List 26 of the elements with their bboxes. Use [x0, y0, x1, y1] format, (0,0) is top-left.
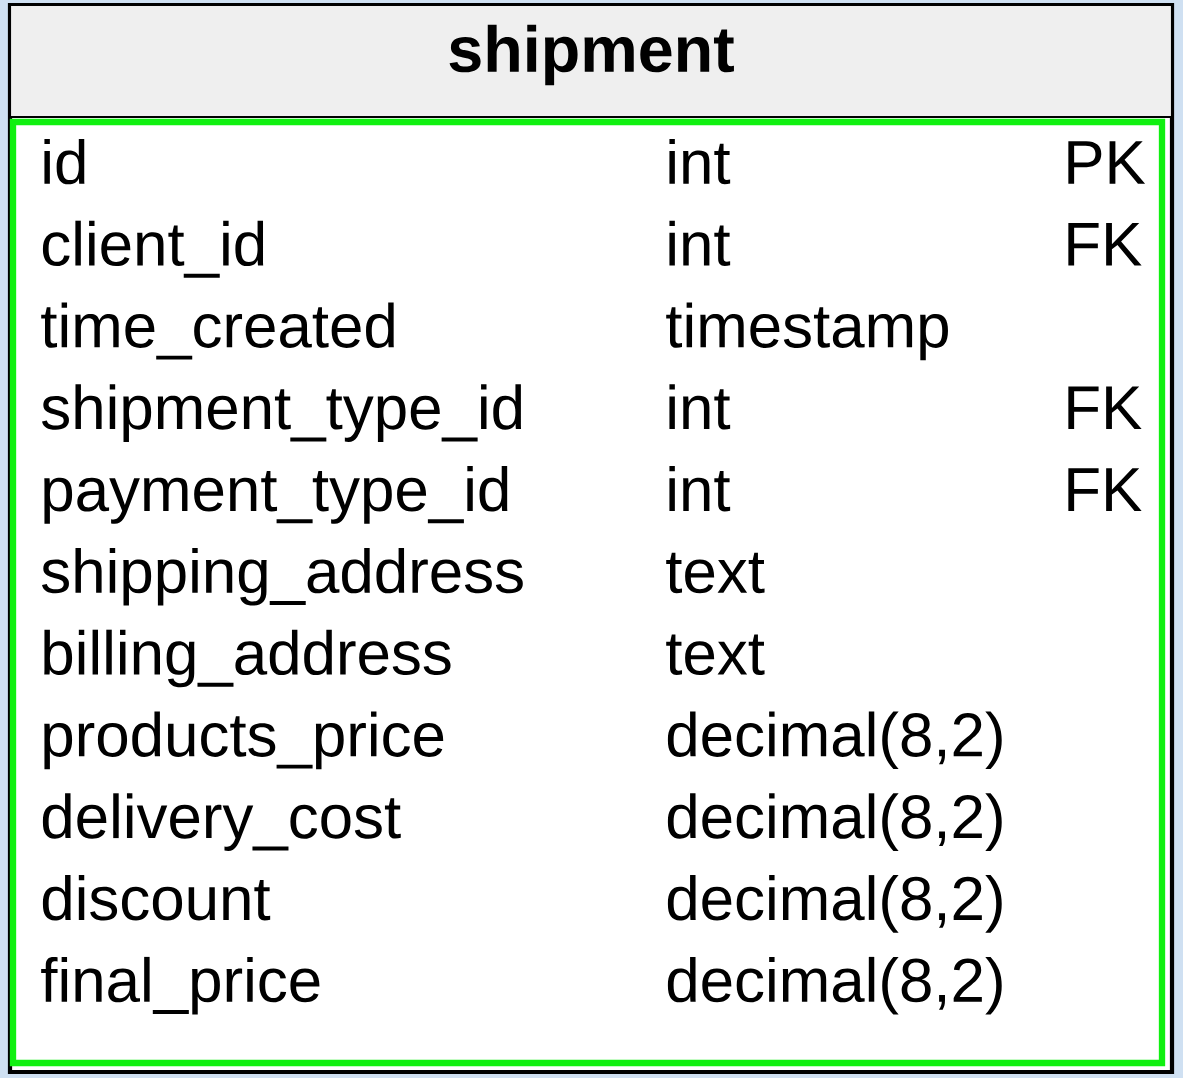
table-cell: decimal(8,2): [667, 956, 1002, 1015]
table-cell: int: [669, 384, 731, 430]
table-cell: timestamp: [666, 302, 948, 361]
table-cell: time_created: [41, 302, 394, 360]
table-cell: FK: [1068, 468, 1142, 511]
table-cell: client_id: [42, 220, 264, 278]
table-cell: final_price: [41, 956, 320, 1015]
table-cell: id: [44, 138, 85, 185]
table-cell: decimal(8,2): [667, 711, 1002, 770]
table-cell: FK: [1068, 222, 1142, 266]
table-cell: discount: [42, 875, 271, 921]
table-cell: int: [669, 220, 731, 266]
table-cell: billing_address: [44, 629, 451, 688]
table-cell: products_price: [44, 711, 444, 770]
table-cell: shipping_address: [42, 547, 523, 606]
table-cell: decimal(8,2): [667, 793, 1002, 851]
table-cell: FK: [1068, 386, 1142, 430]
table-cell: decimal(8,2): [667, 875, 1002, 933]
table-cell: text: [666, 634, 765, 676]
table-cell: delivery_cost: [42, 793, 401, 851]
table-cell: int: [669, 466, 731, 512]
table-cell: payment_type_id: [44, 466, 508, 524]
table-cell: text: [666, 552, 765, 594]
table-cell: shipment_type_id: [42, 384, 522, 442]
table-cell: PK: [1068, 141, 1146, 184]
table-cell: int: [669, 138, 731, 185]
